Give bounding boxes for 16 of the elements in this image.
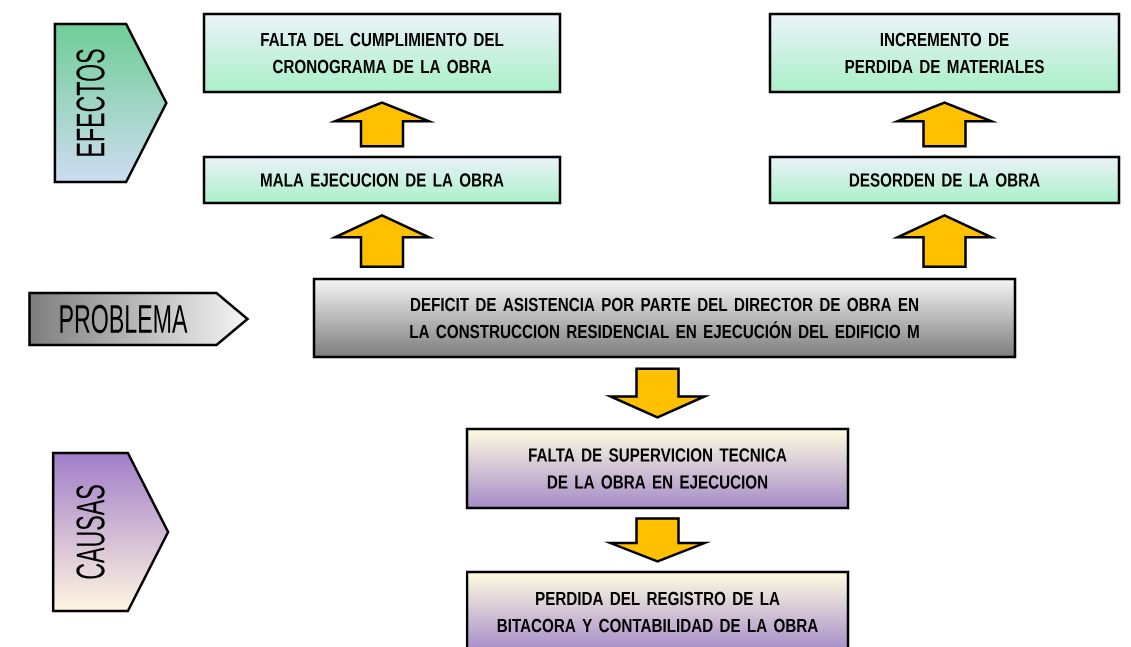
- section-tag: EFECTOS: [53, 22, 168, 184]
- block-arrow: [329, 213, 435, 268]
- block-arrow: [604, 367, 711, 419]
- problem-box: DEFICIT DE ASISTENCIA POR PARTE DEL DIRECTOR DE OBRA EN LA CONSTRUCCION RESIDENCIAL EN EJECUCIÓN DEL EDIFICIO M: [312, 277, 1017, 359]
- cause-box: FALTA DE SUPERVICION TECNICA DE LA OBRA EN EJECUCION: [465, 427, 850, 510]
- section-tag: CAUSAS: [51, 451, 170, 613]
- block-arrow: [603, 517, 712, 563]
- block-arrow: [891, 101, 998, 148]
- cause-box: PERDIDA DEL REGISTRO DE LA BITACORA Y CONTABILIDAD DE LA OBRA: [465, 570, 850, 647]
- block-arrow: [328, 101, 436, 148]
- effect-box: INCREMENTO DE PERDIDA DE MATERIALES: [768, 12, 1121, 94]
- block-arrow: [891, 213, 998, 268]
- effect-box: DESORDEN DE LA OBRA: [768, 155, 1121, 205]
- effect-box: MALA EJECUCION DE LA OBRA: [202, 155, 562, 205]
- effect-box: FALTA DEL CUMPLIMIENTO DEL CRONOGRAMA DE LA OBRA: [202, 12, 562, 94]
- section-tag: PROBLEMA: [28, 291, 250, 347]
